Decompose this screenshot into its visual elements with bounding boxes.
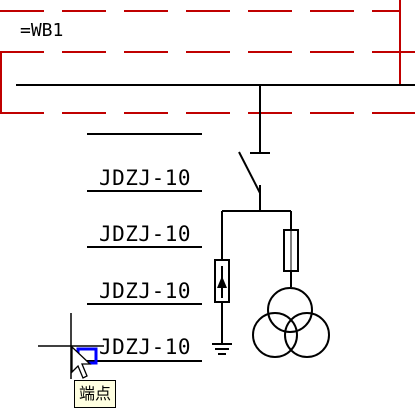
fuse-icon[interactable]: [283, 229, 299, 272]
surge-arrester-icon[interactable]: [214, 259, 230, 303]
label-jdzj-4[interactable]: JDZJ-10: [99, 335, 192, 359]
arrow-cursor-icon: [71, 345, 92, 379]
label-jdzj-1[interactable]: JDZJ-10: [99, 166, 192, 190]
dashed-boundary: [0, 0, 415, 114]
osnap-tooltip: 端点: [74, 380, 117, 408]
label-rules: [87, 133, 202, 362]
voltage-transformer-icon[interactable]: [252, 287, 330, 358]
label-jdzj-3[interactable]: JDZJ-10: [99, 279, 192, 303]
crosshair-cursor-icon: [38, 313, 104, 379]
busbar-label: =WB1: [20, 20, 64, 41]
ground-symbol-icon: [212, 343, 232, 355]
label-jdzj-2[interactable]: JDZJ-10: [99, 222, 192, 246]
disconnector-switch-icon[interactable]: [238, 151, 261, 211]
